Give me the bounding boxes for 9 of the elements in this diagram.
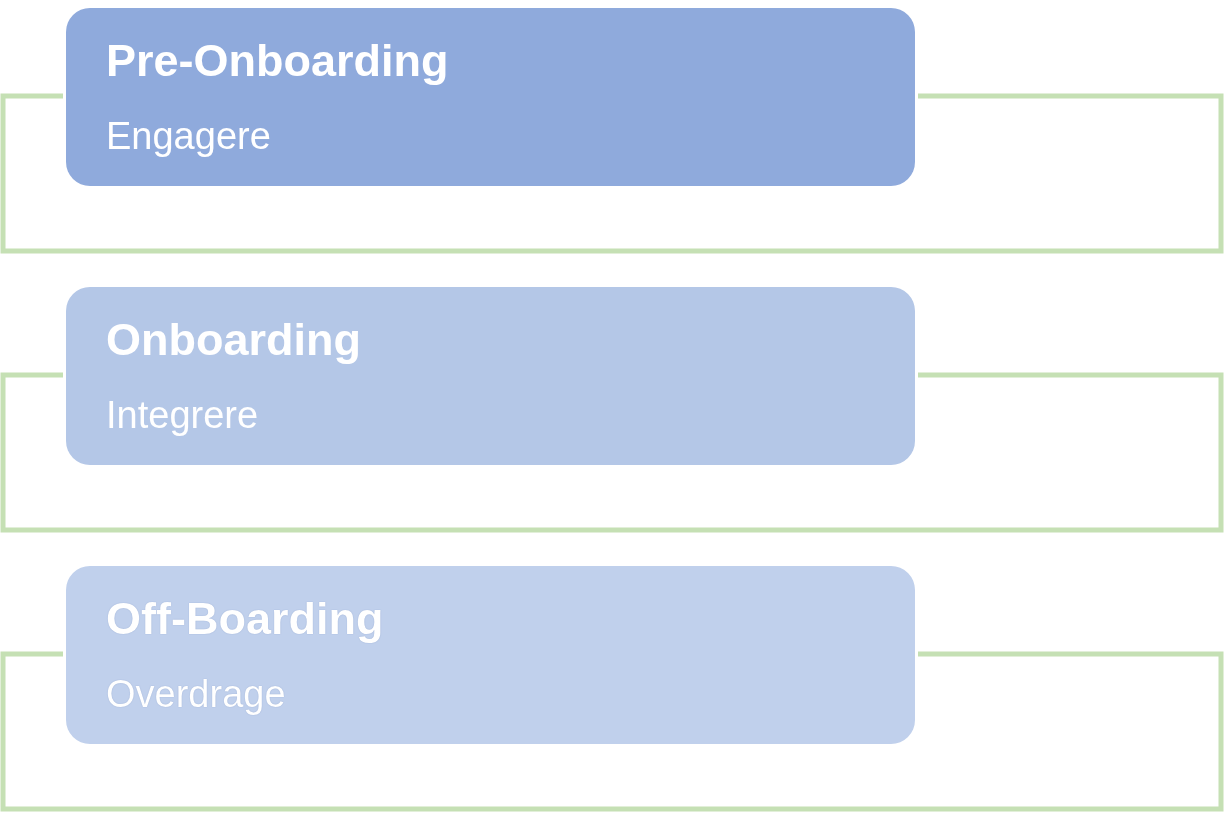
stage-title: Onboarding [106,314,361,366]
stage-box [66,566,915,744]
stage-title: Pre-Onboarding [106,35,449,87]
stage-title: Off-Boarding [106,593,384,645]
stage-subtitle: Overdrage [106,672,286,716]
stage-subtitle: Engagere [106,114,271,158]
stage-subtitle: Integrere [106,393,259,437]
stage-box [66,8,915,186]
stage-box [66,287,915,465]
